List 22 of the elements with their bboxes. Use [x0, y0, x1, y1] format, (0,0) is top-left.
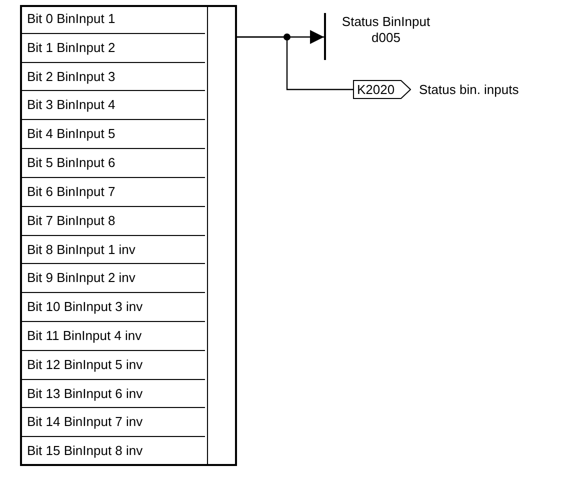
- bit-row: Bit 7 BinInput 8: [20, 206, 205, 236]
- bit-row: Bit 9 BinInput 2 inv: [20, 264, 205, 294]
- signal-line: [237, 36, 353, 90]
- bit-row: Bit 15 BinInput 8 inv: [20, 437, 205, 466]
- bit-row: Bit 3 BinInput 4: [20, 91, 205, 120]
- bit-row: Bit 10 BinInput 3 inv: [20, 293, 205, 322]
- bit-row: Bit 8 BinInput 1 inv: [20, 236, 205, 264]
- bit-row: Bit 0 BinInput 1: [20, 5, 205, 34]
- bit-row: Bit 14 BinInput 7 inv: [20, 408, 205, 438]
- bit-row: Bit 6 BinInput 7: [20, 178, 205, 207]
- signal-label: Status bin. inputs: [419, 82, 520, 98]
- connector-tag: K2020: [353, 80, 411, 99]
- bit-row: Bit 11 BinInput 4 inv: [20, 322, 205, 351]
- bit-row: Bit 13 BinInput 6 inv: [20, 380, 205, 408]
- bit-row: Bit 12 BinInput 5 inv: [20, 350, 205, 380]
- bit-row: Bit 2 BinInput 3: [20, 62, 205, 92]
- signal-label: Status BinInput d005: [340, 14, 432, 46]
- bit-row: Bit 5 BinInput 6: [20, 149, 205, 178]
- connector-bar: [324, 13, 326, 60]
- bit-table: [20, 5, 237, 466]
- bit-row: Bit 4 BinInput 5: [20, 120, 205, 150]
- bit-row: Bit 1 BinInput 2: [20, 34, 205, 63]
